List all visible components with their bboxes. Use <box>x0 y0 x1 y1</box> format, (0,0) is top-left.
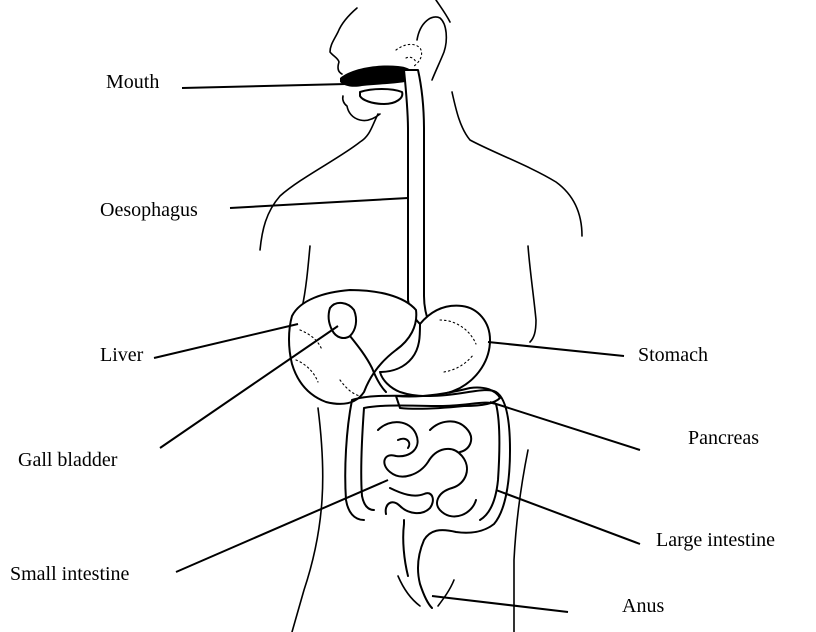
organs <box>289 44 510 608</box>
pharynx-detail <box>396 44 422 66</box>
stomach-leader <box>488 342 624 356</box>
groin-outline <box>398 576 454 606</box>
mouth-leader <box>182 84 346 88</box>
ear-outline <box>417 17 446 80</box>
mouth-label: Mouth <box>106 71 159 93</box>
pancreas-label: Pancreas <box>688 427 759 449</box>
oesophagus-leader <box>230 198 408 208</box>
gall-bladder-organ <box>329 303 356 338</box>
stomach-label: Stomach <box>638 344 708 366</box>
shoulder-left-outline <box>260 114 378 250</box>
mouth-organ <box>340 66 414 87</box>
tongue-organ <box>360 89 402 104</box>
oesophagus-label: Oesophagus <box>100 199 198 221</box>
small-intestine-organ <box>378 421 476 516</box>
pancreas-leader <box>490 402 640 450</box>
large-intestine-organ <box>345 390 510 608</box>
small-intestine-label: Small intestine <box>10 563 130 585</box>
anus-leader <box>432 596 568 612</box>
gall-bladder-label: Gall bladder <box>18 449 118 471</box>
large-intestine-inner <box>361 403 499 520</box>
large-intestine-label: Large intestine <box>656 529 775 551</box>
small-intestine-leader <box>176 480 388 572</box>
anus-label: Anus <box>622 595 664 617</box>
torso-right-outline <box>514 246 536 632</box>
liver-leader <box>154 324 298 358</box>
liver-label: Liver <box>100 344 144 366</box>
neck-right-outline <box>436 0 582 236</box>
